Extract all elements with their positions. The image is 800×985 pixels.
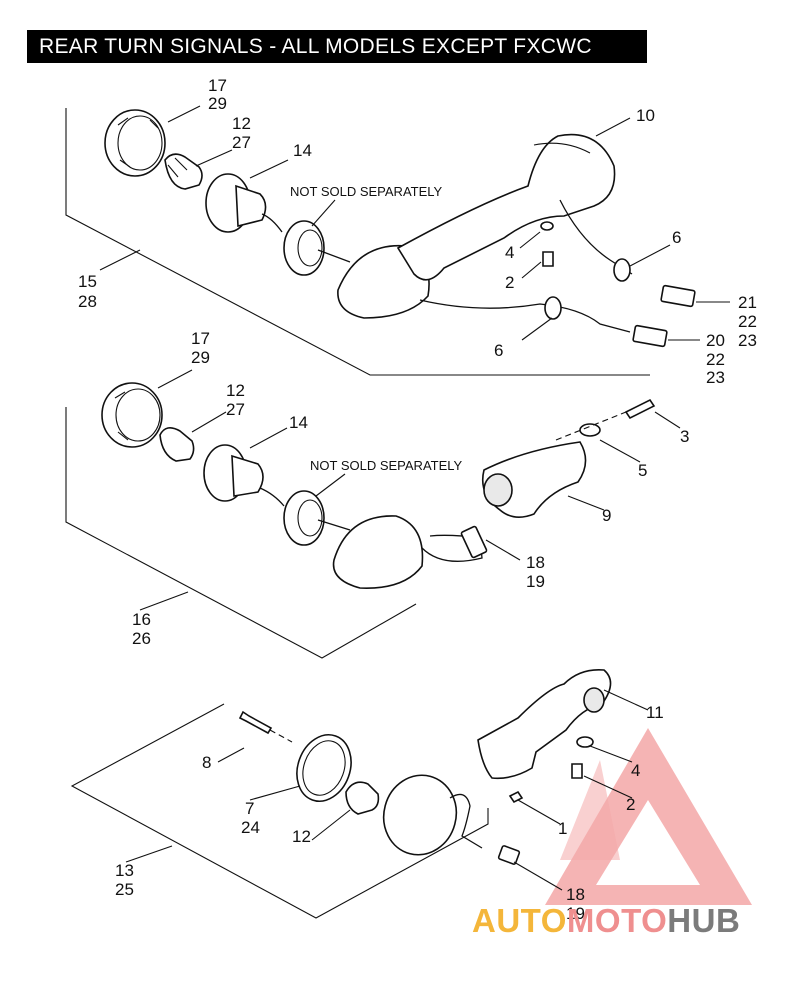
watermark-triangle-logo	[545, 728, 752, 905]
section-1-assembly: 17 29 12 27 14 NOT SOLD SEPARATELY 10 4 …	[65, 76, 757, 387]
connector-part	[660, 284, 696, 308]
bolt-part	[238, 710, 273, 735]
callout-9: 9	[602, 506, 611, 525]
callout-2: 2	[505, 273, 514, 292]
screw-part	[571, 763, 583, 779]
screw-part	[624, 398, 656, 420]
socket-part	[203, 444, 285, 507]
callout-2: 2	[626, 795, 635, 814]
callout-7: 7	[245, 799, 254, 818]
grommet-part	[283, 220, 351, 276]
page-title: REAR TURN SIGNALS - ALL MODELS EXCEPT FX…	[27, 30, 647, 63]
callout-27: 27	[226, 400, 245, 419]
callout-13: 13	[115, 861, 134, 880]
watermark-part-moto: MOTO	[566, 902, 668, 939]
callout-23: 23	[738, 331, 757, 350]
callout-21: 21	[738, 293, 757, 312]
mounting-arm-part	[396, 133, 616, 281]
screw-part	[508, 790, 524, 804]
callout-25: 25	[115, 880, 134, 899]
callout-12: 12	[232, 114, 251, 133]
screw-part	[542, 251, 554, 267]
bulb-part	[164, 153, 203, 190]
callout-17: 17	[191, 329, 210, 348]
callout-6: 6	[672, 228, 681, 247]
lamp-housing-part	[382, 774, 458, 856]
callout-20: 20	[706, 331, 725, 350]
callout-4: 4	[505, 243, 514, 262]
callout-16: 16	[132, 610, 151, 629]
lens-part	[101, 382, 163, 448]
callout-4: 4	[631, 761, 640, 780]
bulb-part	[159, 427, 195, 462]
callout-29: 29	[208, 94, 227, 113]
connector-part	[632, 324, 668, 348]
callout-23: 23	[706, 368, 725, 387]
callout-10: 10	[636, 106, 655, 125]
washer-part	[540, 221, 554, 231]
callout-28: 28	[78, 292, 97, 311]
washer-part	[576, 736, 594, 748]
watermark-part-hub: HUB	[667, 902, 741, 939]
callout-26: 26	[132, 629, 151, 648]
housing-part	[337, 244, 430, 319]
callout-11: 11	[646, 703, 664, 722]
callout-18: 18	[566, 885, 585, 904]
callout-29: 29	[191, 348, 210, 367]
watermark-logo: AUTOMOTOHUB	[472, 902, 740, 940]
callout-3: 3	[680, 427, 689, 446]
callout-18: 18	[526, 553, 545, 572]
callout-6: 6	[494, 341, 503, 360]
callout-8: 8	[202, 753, 211, 772]
note-not-sold-separately: NOT SOLD SEPARATELY	[310, 458, 463, 473]
callout-22: 22	[706, 350, 725, 369]
callout-12: 12	[226, 381, 245, 400]
section-3-assembly: 11 8 4 2 7 24 12 1 18 19 13 25	[70, 668, 664, 923]
callout-14: 14	[293, 141, 312, 160]
callout-22: 22	[738, 312, 757, 331]
callout-24: 24	[241, 818, 260, 837]
housing-part	[332, 515, 424, 589]
callout-1: 1	[558, 819, 567, 838]
callout-5: 5	[638, 461, 647, 480]
connector-part	[460, 525, 488, 559]
callout-14: 14	[289, 413, 308, 432]
washer-part	[579, 423, 601, 437]
grommet-small-part	[613, 258, 631, 282]
note-not-sold-separately: NOT SOLD SEPARATELY	[290, 184, 443, 199]
callout-17: 17	[208, 76, 227, 95]
bulb-part	[345, 781, 380, 815]
callout-19: 19	[526, 572, 545, 591]
callout-12: 12	[292, 827, 311, 846]
socket-part	[205, 173, 283, 233]
grommet-part	[283, 490, 351, 546]
callout-19: 19	[566, 904, 585, 923]
lens-part	[104, 109, 166, 177]
watermark-part-auto: AUTO	[472, 902, 567, 939]
mounting-bracket-part	[477, 668, 612, 780]
section-2-assembly: 17 29 12 27 14 NOT SOLD SEPARATELY 3 5 9…	[65, 329, 689, 659]
callout-27: 27	[232, 133, 251, 152]
grommet-small-part	[544, 296, 562, 320]
connector-part	[497, 845, 521, 865]
callout-15: 15	[78, 272, 97, 291]
